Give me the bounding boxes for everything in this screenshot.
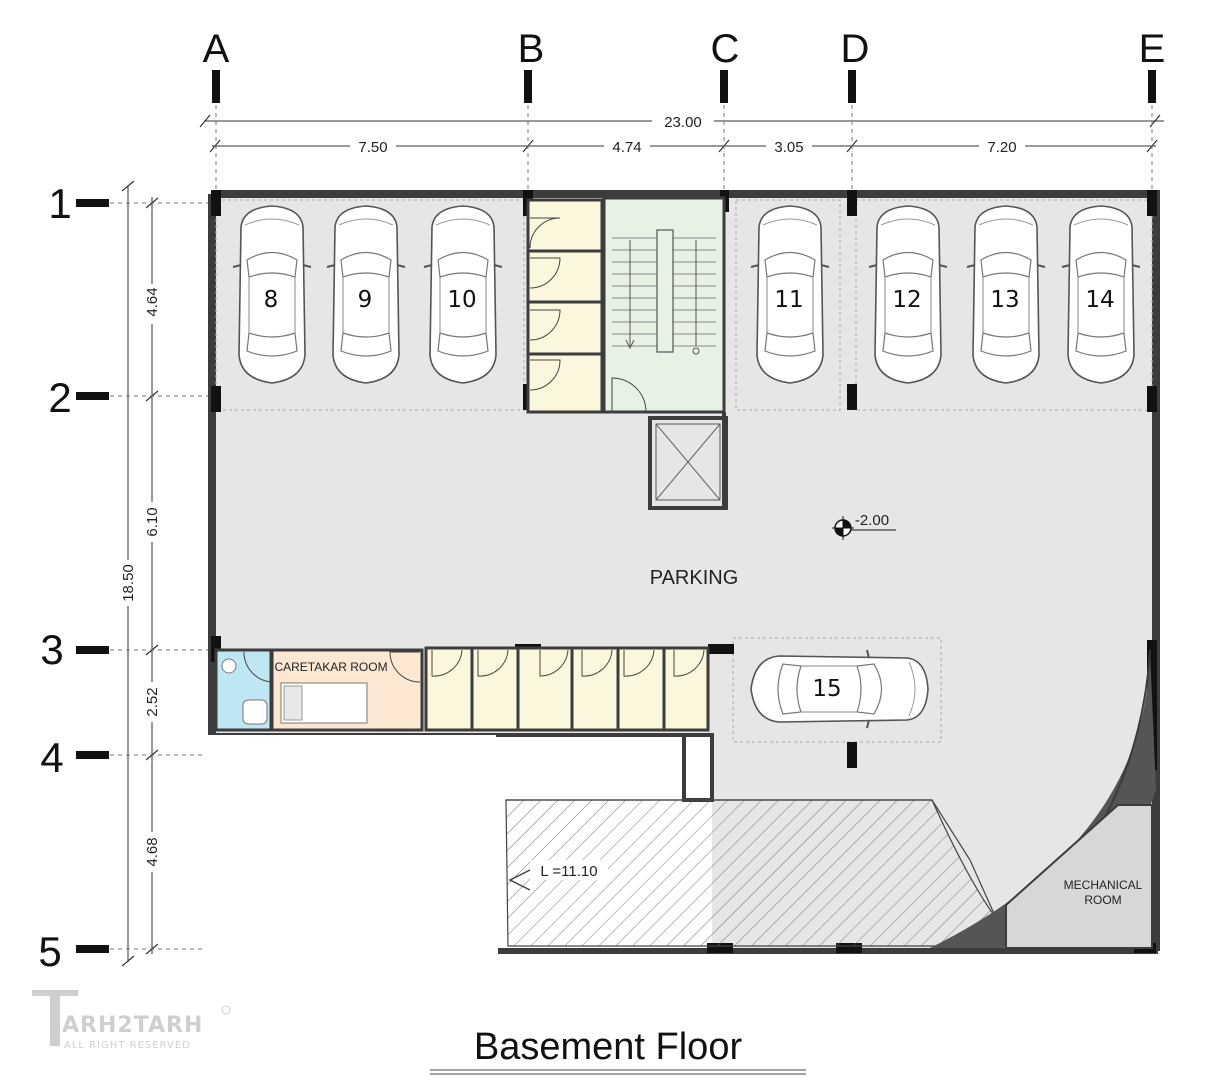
parking-spot-numbers: 8 9 10 11 12 13 14 — [264, 287, 1115, 313]
overall-width-dim-bg — [652, 112, 714, 130]
parking-spot-9: 9 — [358, 287, 373, 313]
parking-spot-14: 14 — [1085, 287, 1114, 313]
caretaker-room-label: CARETAKAR ROOM — [274, 660, 387, 674]
dim-bg — [142, 284, 162, 324]
axis-marker-2 — [76, 392, 109, 400]
dim-bg — [142, 682, 162, 722]
level-marker: -2.00 — [832, 512, 896, 540]
axis-label-2: 2 — [48, 374, 71, 421]
parking-spot-15: 15 — [812, 676, 841, 702]
level-label: -2.00 — [855, 512, 889, 529]
axis-label-1: 1 — [48, 180, 71, 227]
axis-marker-c — [720, 70, 728, 103]
dim-bg — [604, 138, 650, 154]
dim-1-2: 4.64 — [144, 287, 161, 316]
axis-label-3: 3 — [40, 626, 63, 673]
axis-label-e: E — [1139, 27, 1166, 71]
page-title: Basement Floor — [474, 1026, 743, 1068]
ramp-length-label: L =11.10 — [540, 863, 597, 880]
axis-marker-4 — [76, 751, 109, 759]
dim-bg — [979, 138, 1025, 154]
axis-label-d: D — [841, 27, 870, 71]
parking-spot-8: 8 — [264, 287, 279, 313]
storage-rooms-top — [526, 198, 604, 414]
logo-name: ARH2TARH — [62, 1013, 203, 1038]
dim-a-b: 7.50 — [358, 139, 387, 156]
mechanical-room: MECHANICAL ROOM — [1005, 804, 1153, 949]
watermark-logo: ARH2TARH ALL RIGHT RESERVED — [32, 990, 231, 1051]
parking-spot-10: 10 — [447, 287, 476, 313]
axis-marker-d — [848, 70, 856, 103]
dim-bg — [142, 502, 162, 542]
logo-sub: ALL RIGHT RESERVED — [64, 1040, 191, 1051]
ramp: L =11.10 — [206, 735, 997, 959]
dim-bg — [118, 560, 138, 606]
staircase — [602, 196, 726, 414]
parking-spot-11: 11 — [774, 287, 803, 313]
dim-bg — [350, 138, 396, 154]
bathroom — [214, 648, 273, 732]
dim-3-4: 2.52 — [144, 687, 161, 716]
dim-bg — [766, 138, 812, 154]
storage-rooms-bottom — [424, 646, 710, 732]
axis-marker-b — [524, 70, 532, 103]
dim-bg — [142, 832, 162, 872]
axis-label-4: 4 — [40, 734, 63, 781]
elevator-shaft — [648, 412, 728, 510]
dim-2-3: 6.10 — [144, 507, 161, 536]
axis-label-c: C — [711, 27, 740, 71]
row-axes: 1 2 3 4 5 — [38, 180, 109, 975]
overall-width-dim: 23.00 — [664, 114, 702, 131]
caretaker-room: CARETAKAR ROOM — [270, 648, 424, 732]
parking-spot-12: 12 — [892, 287, 921, 313]
mechanical-room-label-1: MECHANICAL — [1064, 878, 1143, 892]
parked-car-15: 15 — [750, 649, 929, 729]
axis-marker-e — [1148, 70, 1156, 103]
axis-label-a: A — [203, 27, 230, 71]
parking-spot-13: 13 — [990, 287, 1019, 313]
dim-d-e: 7.20 — [987, 139, 1016, 156]
column-axes: A B C D E — [203, 27, 1166, 103]
overall-depth-dim: 18.50 — [120, 564, 137, 602]
dim-4-5: 4.68 — [144, 837, 161, 866]
dim-b-c: 4.74 — [612, 139, 641, 156]
axis-marker-3 — [76, 646, 109, 654]
axis-marker-a — [212, 70, 220, 103]
parking-area-label: PARKING — [650, 567, 739, 589]
axis-label-b: B — [518, 27, 545, 71]
axis-marker-1 — [76, 199, 109, 207]
mechanical-room-label-2: ROOM — [1084, 893, 1121, 907]
axis-marker-5 — [76, 945, 109, 953]
drawing-title: Basement Floor — [430, 1026, 806, 1075]
dim-c-d: 3.05 — [774, 139, 803, 156]
axis-label-5: 5 — [38, 928, 61, 975]
